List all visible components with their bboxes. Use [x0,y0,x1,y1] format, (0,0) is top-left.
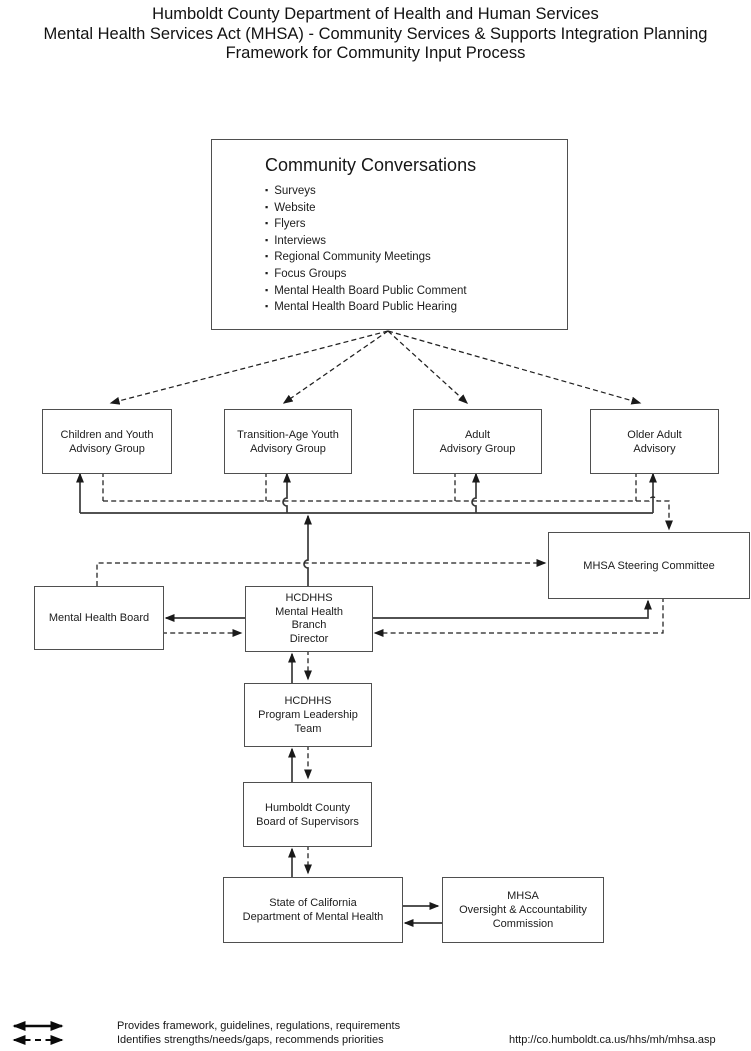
connector-cc-to-adult [387,330,469,404]
list-item: ▪ Mental Health Board Public Hearing [265,299,457,316]
list-item: ▪ Interviews [265,233,326,250]
bullet-icon: ▪ [265,234,269,245]
mental-health-board-box: Mental Health Board [34,586,164,650]
bullet-icon: ▪ [265,201,269,212]
box-label: HCDHHS Mental Health Branch Director [275,592,343,645]
connector-bus-to-adult [471,472,480,513]
list-item: ▪ Website [265,200,316,217]
box-label: Humboldt County Board of Supervisors [256,801,359,828]
list-item-label: Website [274,201,316,214]
list-item-label: Focus Groups [274,267,347,280]
connector-bus-to-transition-age [282,472,291,513]
box-label: HCDHHS Program Leadership Team [258,695,358,735]
box-label: Adult Advisory Group [439,428,516,455]
list-item-label: Regional Community Meetings [274,251,431,264]
list-item: ▪ Mental Health Board Public Comment [265,283,467,300]
bullet-icon: ▪ [265,301,269,312]
box-label: Older Adult Advisory [627,428,682,455]
community-conversations-title: Community Conversations [265,155,477,175]
mhsa-steering-committee-box: MHSA Steering Committee [548,532,750,599]
list-item-label: Surveys [274,185,316,197]
oversight-commission-box: MHSA Oversight & Accountability Commissi… [442,877,604,943]
list-item: ▪ Focus Groups [265,266,346,283]
transition-age-youth-advisory-box: Transition-Age Youth Advisory Group [224,409,352,474]
program-leadership-team-box: HCDHHS Program Leadership Team [244,683,372,747]
adult-advisory-box: Adult Advisory Group [413,409,542,474]
legend-solid-label: Provides framework, guidelines, regulati… [117,1020,401,1032]
box-label: MHSA Steering Committee [583,559,715,572]
older-adult-advisory-box: Older Adult Advisory [590,409,719,474]
state-dmh-box: State of California Department of Mental… [223,877,403,943]
bullet-icon: ▪ [265,284,269,295]
legend-dashed-label: Identifies strengths/needs/gaps, recomme… [117,1034,384,1046]
bullet-icon: ▪ [265,218,269,229]
board-of-supervisors-box: Humboldt County Board of Supervisors [243,782,372,847]
connector-advisory-bus-to-steering [103,496,673,531]
page-title: Humboldt County Department of Health and… [43,5,708,62]
list-item: ▪ Regional Community Meetings [265,249,431,266]
list-item-label: Mental Health Board Public Comment [274,284,467,297]
list-item-label: Interviews [274,234,326,247]
box-label: State of California Department of Mental… [242,897,384,923]
footer-url: http://co.humboldt.ca.us/hhs/mh/mhsa.asp [509,1034,716,1046]
box-label: MHSA Oversight & Accountability Commissi… [459,890,587,930]
connector-cc-to-children-youth [109,330,389,405]
bullet-icon: ▪ [265,185,269,195]
list-item-label: Mental Health Board Public Hearing [274,301,458,314]
children-youth-advisory-box: Children and Youth Advisory Group [42,409,172,474]
box-label: Mental Health Board [48,612,150,624]
box-label: Transition-Age Youth Advisory Group [237,428,339,455]
connector-cc-to-transition-age [282,330,389,404]
connector-branch-director-to-steering [371,599,652,619]
box-label: Children and Youth Advisory Group [60,428,154,455]
branch-director-box: HCDHHS Mental Health Branch Director [245,586,373,652]
bullet-icon: ▪ [265,251,269,262]
connector-cc-to-older-adult [387,330,642,405]
list-item-label: Flyers [274,218,306,231]
connector-mhb-to-steering [96,559,547,586]
community-conversations-box: Community Conversations ▪ Surveys ▪ Websit… [211,139,568,330]
bullet-icon: ▪ [265,267,269,278]
connector-branch-director-to-bus [303,514,312,586]
connector-steering-to-branch-director [373,597,664,637]
list-item: ▪ Surveys [265,183,316,200]
list-item: ▪ Flyers [265,216,306,233]
